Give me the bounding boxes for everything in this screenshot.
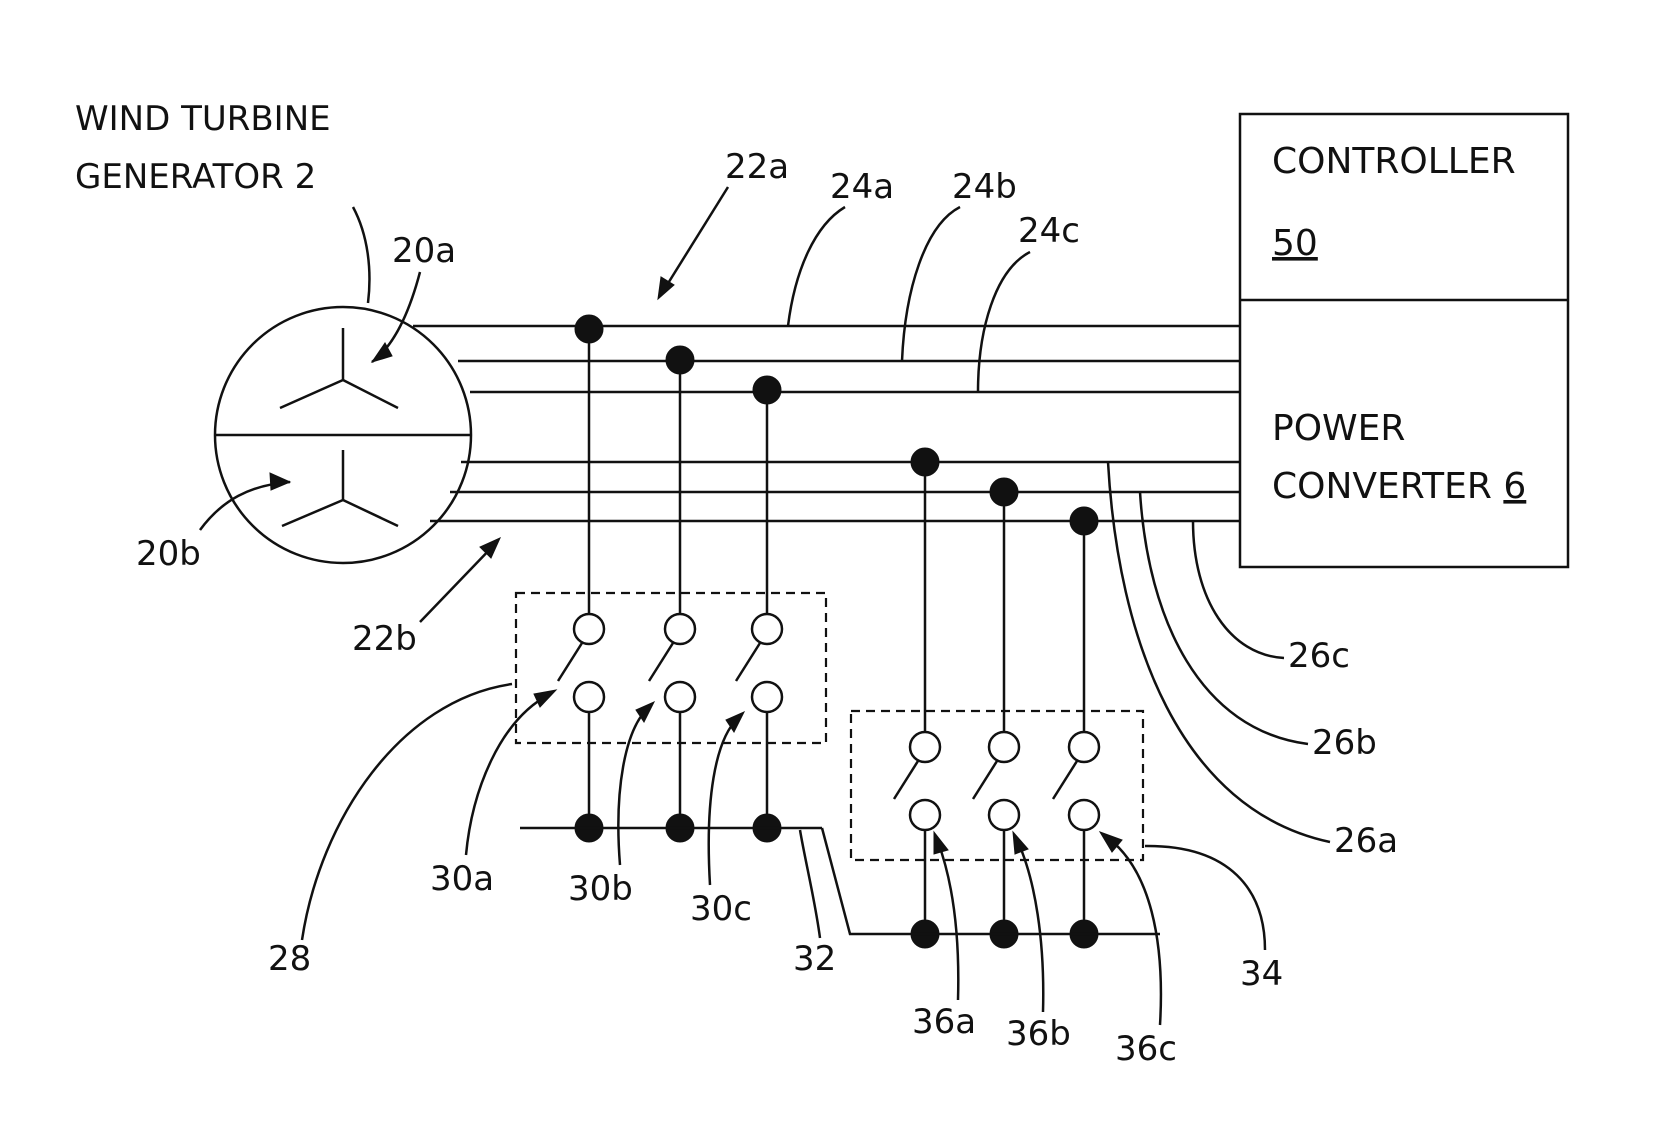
generator-title-line2: GENERATOR 2 [75,157,316,197]
generator-title-line1: WIND TURBINE [75,99,331,139]
switch-terminal [910,800,940,830]
switch-terminal [574,682,604,712]
switch-36a [894,448,940,948]
switch-30b-label: 30b [568,869,633,909]
switch-36b [973,478,1019,948]
switch-36a-arrow [938,842,958,1000]
switch-terminal [574,614,604,644]
controller-number: 50 [1272,223,1318,264]
conductor-set-22b-arrow [420,545,494,622]
conductor-24c-label: 24c [1018,211,1080,251]
winding-20a-label: 20a [392,231,456,271]
switch-30a-arrow [466,694,550,855]
arrowhead [534,690,556,707]
conductor-24c-leader [978,252,1030,392]
arrowhead [1013,832,1028,854]
switch-36b-label: 36b [1006,1014,1071,1054]
junction-dot [911,448,939,476]
conductor-24b-label: 24b [952,167,1017,207]
switch-terminal [665,614,695,644]
switch-36c-label: 36c [1115,1029,1177,1069]
conductor-set-22a-arrow [662,187,728,293]
switch-terminal [910,732,940,762]
conductor-26c-label: 26c [1288,636,1350,676]
winding-20b-arrow [200,482,290,530]
conductor-set-22b-label: 22b [352,619,417,659]
switch-36a-label: 36a [912,1002,976,1042]
winding-20a-arrow [372,272,420,362]
switch-terminal [989,800,1019,830]
conductor-24a-leader [788,207,845,326]
winding-20a-wye-symbol [280,328,398,408]
winding-20b-wye-symbol [282,450,398,526]
switch-30c [736,376,782,842]
switch-blade [649,643,673,681]
conductor-26a-label: 26a [1334,821,1398,861]
switch-36b-arrow [1018,842,1043,1012]
switch-group-34-label: 34 [1240,954,1283,994]
generator [215,307,471,563]
switch-30c-label: 30c [690,889,752,929]
switch-blade [558,643,582,681]
switch-terminal [1069,800,1099,830]
switch-36c [1053,507,1099,948]
switch-terminal [752,614,782,644]
conductor-26b-label: 26b [1312,723,1377,763]
switch-group-28-leader [302,684,512,940]
conductor-24b-leader [902,207,960,361]
junction-dot [1070,507,1098,535]
conductor-24a-label: 24a [830,167,894,207]
converter-label-line1: POWER [1272,408,1405,449]
switch-terminal [1069,732,1099,762]
generator-title-leader [353,207,369,303]
conductor-set-22a-label: 22a [725,147,789,187]
converter-label-line2: CONVERTER 6 [1272,466,1526,507]
short-bus-32-label: 32 [793,939,836,979]
short-bus-32-leader [800,830,820,938]
junction-dot [990,478,1018,506]
switch-blade [736,643,760,681]
switch-terminal [989,732,1019,762]
junction-dot [666,346,694,374]
arrowhead [934,832,948,854]
switch-blade [894,761,918,799]
switch-30a [558,315,604,842]
arrowhead [270,473,290,490]
switch-30b-arrow [618,708,648,865]
switch-terminal [665,682,695,712]
switch-36c-arrow [1108,838,1161,1025]
arrowhead [658,277,674,299]
controller-label: CONTROLLER [1272,141,1516,182]
switch-terminal [752,682,782,712]
junction-dot [575,315,603,343]
switch-30a-label: 30a [430,859,494,899]
junction-dot [753,376,781,404]
switch-group-28-label: 28 [268,939,311,979]
switch-blade [973,761,997,799]
switch-group-34-leader [1145,846,1265,950]
winding-20b-label: 20b [136,534,201,574]
conductor-26c-leader [1193,521,1284,658]
switch-blade [1053,761,1077,799]
